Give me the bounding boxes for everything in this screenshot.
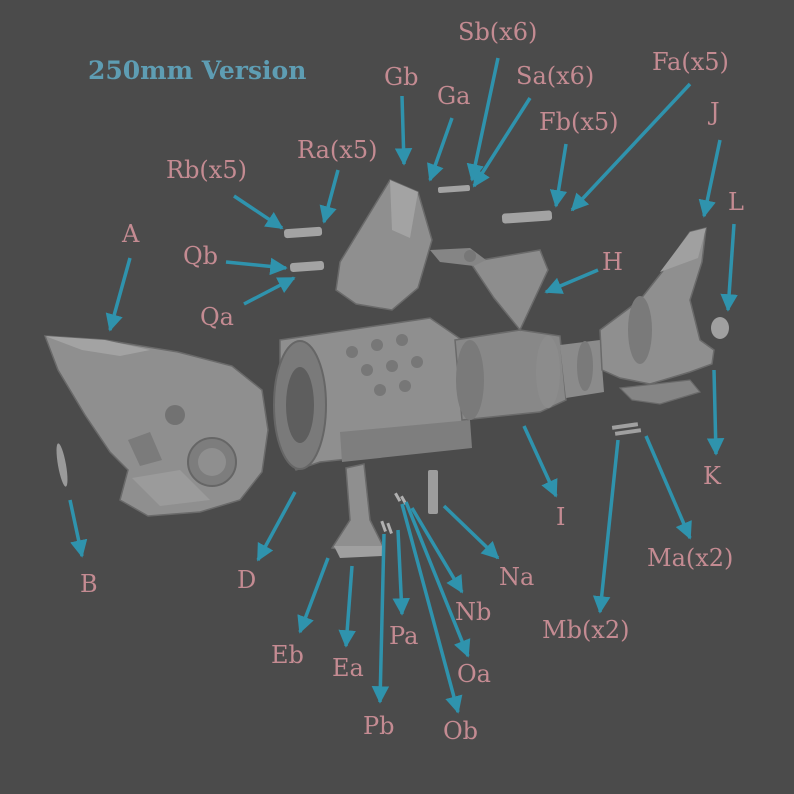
arrow-ob bbox=[400, 503, 463, 714]
part-e-grip bbox=[330, 463, 386, 558]
arrow-d bbox=[256, 491, 297, 562]
label-ga: Ga bbox=[437, 82, 471, 110]
label-d: D bbox=[237, 566, 257, 594]
arrow-rb bbox=[233, 194, 284, 230]
arrow-a bbox=[105, 257, 132, 332]
arrow-gb bbox=[394, 95, 413, 166]
version-label: 250mm Version bbox=[88, 56, 307, 85]
arrow-fa bbox=[570, 82, 692, 212]
arrow-k bbox=[706, 369, 725, 456]
arrow-nb bbox=[410, 507, 464, 594]
arrow-h bbox=[544, 268, 599, 294]
part-n bbox=[428, 470, 438, 514]
part-l bbox=[711, 317, 729, 339]
arrow-ma bbox=[644, 435, 692, 540]
pins-r-q bbox=[283, 226, 325, 272]
pins-f bbox=[501, 210, 553, 224]
label-sa: Sa(x6) bbox=[516, 62, 595, 90]
arrow-sb bbox=[466, 57, 500, 182]
part-d-main-body bbox=[273, 317, 472, 471]
part-m-pins bbox=[611, 422, 642, 436]
arrow-pb bbox=[371, 533, 390, 704]
label-qb: Qb bbox=[183, 242, 219, 270]
arrow-l bbox=[720, 223, 738, 312]
label-k: K bbox=[703, 462, 721, 490]
label-gb: Gb bbox=[384, 63, 419, 91]
part-a bbox=[43, 335, 269, 517]
arrow-j bbox=[698, 139, 722, 218]
label-rb: Rb(x5) bbox=[166, 156, 247, 184]
label-a: A bbox=[122, 220, 140, 248]
arrow-qb bbox=[225, 257, 288, 276]
arrow-qa bbox=[243, 276, 296, 306]
arrow-eb bbox=[297, 557, 330, 634]
label-ea: Ea bbox=[332, 654, 364, 682]
part-j-front bbox=[599, 227, 715, 385]
arrow-ga bbox=[427, 117, 454, 182]
part-g bbox=[335, 179, 486, 311]
label-ob: Ob bbox=[443, 717, 479, 745]
label-fb: Fb(x5) bbox=[539, 108, 619, 136]
label-pa: Pa bbox=[389, 622, 419, 650]
label-i: I bbox=[556, 503, 566, 531]
label-oa: Oa bbox=[457, 660, 491, 688]
pins-s bbox=[437, 185, 471, 193]
label-l: L bbox=[728, 188, 744, 216]
arrow-i bbox=[522, 425, 558, 498]
arrow-na bbox=[442, 504, 500, 560]
leader-arrows bbox=[68, 57, 738, 714]
label-h: H bbox=[602, 248, 623, 276]
label-j: J bbox=[710, 98, 720, 126]
part-b bbox=[56, 443, 68, 487]
arrow-sa bbox=[472, 97, 532, 188]
arrow-fb bbox=[549, 143, 568, 208]
label-nb: Nb bbox=[455, 598, 492, 626]
arrow-ra bbox=[319, 169, 340, 224]
part-k bbox=[618, 379, 702, 405]
arrow-b bbox=[68, 499, 88, 558]
arrow-oa bbox=[404, 501, 471, 658]
arrow-ea bbox=[338, 565, 356, 648]
label-eb: Eb bbox=[271, 641, 304, 669]
part-i-barrel bbox=[454, 329, 604, 421]
arrow-pa bbox=[392, 529, 410, 616]
label-na: Na bbox=[499, 563, 535, 591]
part-h bbox=[468, 249, 549, 332]
label-b: B bbox=[80, 570, 98, 598]
label-fa: Fa(x5) bbox=[652, 48, 729, 76]
arrow-mb bbox=[592, 439, 620, 614]
label-ma: Ma(x2) bbox=[647, 544, 734, 572]
label-pb: Pb bbox=[363, 712, 395, 740]
label-mb: Mb(x2) bbox=[542, 616, 630, 644]
bits-o-p bbox=[380, 492, 408, 534]
label-sb: Sb(x6) bbox=[458, 18, 538, 46]
label-ra: Ra(x5) bbox=[297, 136, 378, 164]
label-qa: Qa bbox=[200, 303, 234, 331]
